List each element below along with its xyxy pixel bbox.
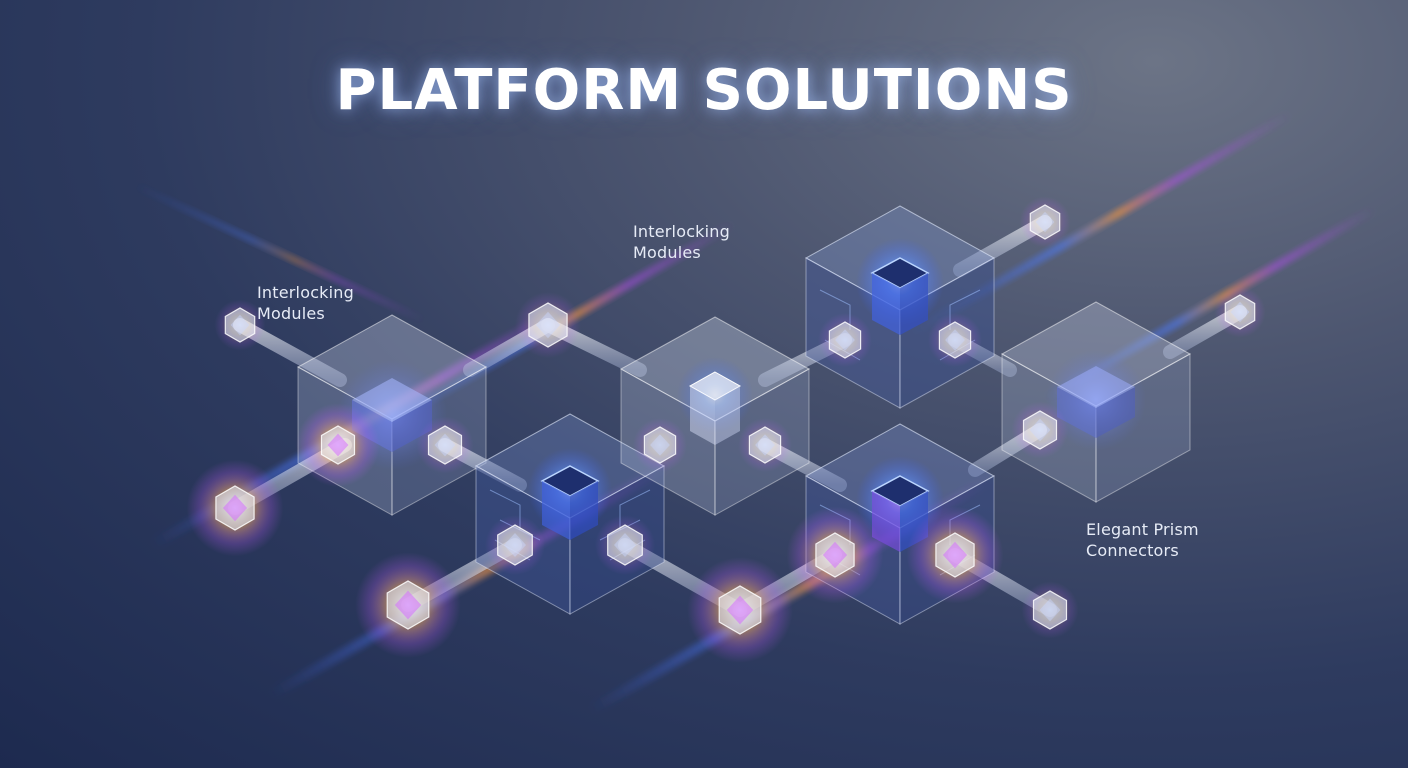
callout-line: Connectors (1086, 541, 1179, 560)
prism-connector (633, 418, 687, 472)
prism-connector (906, 506, 1004, 604)
prism-connector (1019, 196, 1071, 248)
callout-prism-connectors: Elegant Prism Connectors (1086, 519, 1199, 561)
callout-interlocking-modules-center: Interlocking Modules (633, 221, 730, 263)
callout-line: Modules (257, 304, 325, 323)
prism-connector (416, 416, 474, 474)
light-streak (907, 110, 1293, 338)
prism-connector (485, 515, 545, 575)
page-title: PLATFORM SOLUTIONS (335, 58, 1073, 123)
light-streak (133, 182, 427, 324)
prism-connector (818, 313, 872, 367)
prism-connector (355, 552, 461, 658)
prism-connector (1214, 286, 1266, 338)
prism-connectors (186, 196, 1266, 663)
callout-line: Interlocking (633, 222, 730, 241)
callout-line: Elegant Prism (1086, 520, 1199, 539)
callout-line: Interlocking (257, 283, 354, 302)
prism-connector (296, 403, 380, 487)
prism-connector (687, 557, 793, 663)
prism-connector (786, 506, 884, 604)
prism-connector (214, 299, 266, 351)
prism-connector (738, 418, 792, 472)
prism-connector (1021, 581, 1079, 639)
prism-connector (186, 459, 284, 557)
callout-line: Modules (633, 243, 701, 262)
prism-connector (928, 313, 982, 367)
callout-interlocking-modules-left: Interlocking Modules (257, 282, 354, 324)
circuit-cube-module (804, 205, 996, 409)
prism-connector (595, 515, 655, 575)
light-streak (1043, 205, 1377, 403)
prism-connector (515, 292, 581, 358)
prism-connector (1011, 401, 1069, 459)
